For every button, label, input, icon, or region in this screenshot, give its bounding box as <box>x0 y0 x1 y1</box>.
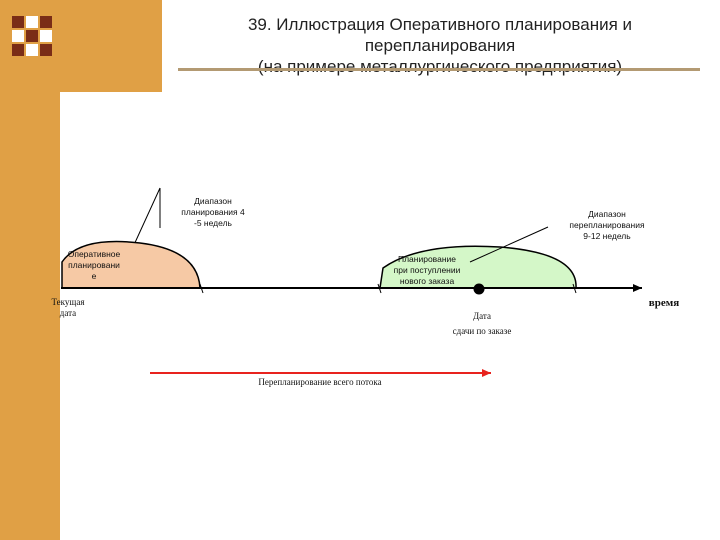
new-order-planning-arc <box>379 245 577 289</box>
delivery-date-label: Дата сдачи по заказе <box>452 311 512 336</box>
planning-range-label: Диапазон планирования 4 -5 недель <box>181 196 245 228</box>
axis-tick <box>199 283 204 294</box>
replanning-range-label: Диапазон перепланирования 9-12 недель <box>569 209 645 241</box>
replanning-range-leader <box>469 226 549 263</box>
title-line-1: 39. Иллюстрация Оперативного планировани… <box>247 15 633 34</box>
title-line-2: перепланирования <box>364 36 516 55</box>
planning-range-leader <box>132 187 161 248</box>
logo-icon <box>12 16 52 56</box>
title-line-3: (на примере металлургического предприяти… <box>257 57 623 76</box>
operational-planning-label: Оперативное планировани е <box>67 249 121 281</box>
current-date-label: Текущая дата <box>51 297 85 318</box>
delivery-date-marker <box>473 283 485 295</box>
title-underline <box>178 68 700 71</box>
axis-tick <box>572 283 577 294</box>
full-flow-replanning-label: Перепланирование всего потока <box>258 377 382 387</box>
new-order-planning-label: Планирование при поступлении нового зака… <box>393 254 461 286</box>
axis-tick <box>377 283 382 294</box>
orange-side-bar <box>0 92 60 540</box>
page-title: 39. Иллюстрация Оперативного планировани… <box>175 14 705 77</box>
time-axis-label: время <box>648 297 680 309</box>
operational-planning-arc <box>61 240 201 289</box>
